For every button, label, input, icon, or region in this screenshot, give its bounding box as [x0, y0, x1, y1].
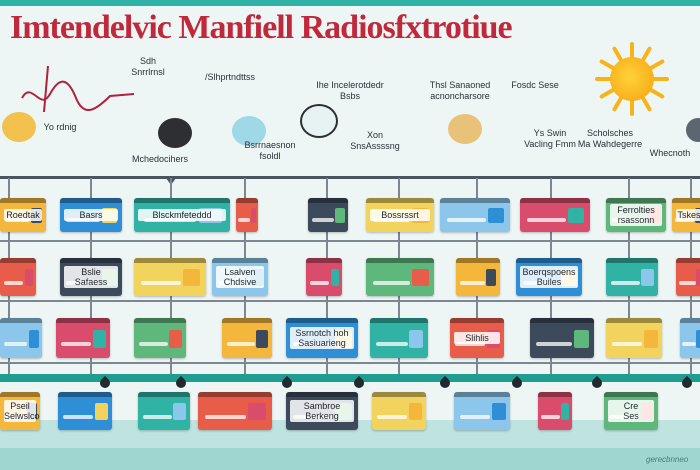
- card-label: Ssrnotch hoh Sasiuarieng: [290, 327, 354, 349]
- info-card[interactable]: Cre Ses: [604, 392, 658, 430]
- info-card[interactable]: [372, 392, 426, 430]
- teal-band: [0, 374, 700, 382]
- timeline-rule-3: [0, 300, 700, 302]
- signature: [21, 65, 135, 113]
- card-label: Bossrssrt: [370, 209, 430, 221]
- info-card[interactable]: [198, 392, 272, 430]
- info-card[interactable]: Lsalven Chdsive: [212, 258, 268, 296]
- top-label: Bsrrnaesnon fsoldl: [244, 140, 296, 161]
- info-card[interactable]: [530, 318, 594, 358]
- info-card[interactable]: [0, 258, 36, 296]
- info-card[interactable]: Boerqspoens Builes: [516, 258, 582, 296]
- card-label: Slihlis: [454, 332, 500, 344]
- info-card[interactable]: [222, 318, 272, 358]
- top-label: /Slhprtndttss: [204, 72, 256, 82]
- timeline-rule-1: [0, 176, 700, 179]
- info-card[interactable]: Slihlis: [450, 318, 504, 358]
- info-card[interactable]: Tskes: [672, 198, 700, 232]
- info-card[interactable]: Roedtak: [0, 198, 46, 232]
- timeline-rule-2: [0, 240, 700, 242]
- info-card[interactable]: [440, 198, 510, 232]
- top-label: Ys Swin Vacling Fmm: [524, 128, 576, 149]
- sun-icon: [595, 42, 669, 116]
- info-card[interactable]: [236, 198, 258, 232]
- info-card[interactable]: Ssrnotch hoh Sasiuarieng: [286, 318, 358, 358]
- timeline-rule-4: [0, 362, 700, 364]
- info-card[interactable]: [370, 318, 428, 358]
- top-label: Whecnoth: [649, 148, 691, 158]
- info-card[interactable]: Sambroe Berkeng: [286, 392, 358, 430]
- page-title: Imtendelvic Manfiell Radiosfxtrotiue: [10, 9, 513, 46]
- globe-icon: [300, 104, 338, 138]
- top-label: Thsl Sanaoned acnoncharsore: [429, 80, 491, 101]
- info-card[interactable]: [58, 392, 112, 430]
- card-label: Cre Ses: [608, 400, 654, 422]
- info-card[interactable]: [0, 318, 42, 358]
- info-card[interactable]: [676, 258, 700, 296]
- info-card[interactable]: [134, 258, 206, 296]
- info-card[interactable]: Basrs: [60, 198, 122, 232]
- info-card[interactable]: [456, 258, 500, 296]
- info-card[interactable]: [454, 392, 510, 430]
- footer-mark: gerecbnneo: [646, 455, 689, 464]
- top-label: Sdh Snrrlrnsl: [131, 56, 165, 77]
- top-label: Scholsches Ma Wahdegerre: [577, 128, 643, 149]
- card-label: Pseil Selwslcoe: [4, 400, 40, 422]
- top-label: Mchedocihers: [131, 154, 189, 164]
- card-label: Blsckmfeteddd: [138, 209, 226, 221]
- top-label: Yo rdnig: [43, 122, 77, 132]
- info-card[interactable]: Bslie Safaess: [60, 258, 122, 296]
- info-card[interactable]: Bossrssrt: [366, 198, 434, 232]
- info-card[interactable]: [308, 198, 348, 232]
- top-label: Fosdc Sese: [511, 80, 559, 90]
- card-label: Boerqspoens Builes: [520, 266, 578, 288]
- info-card[interactable]: [680, 318, 700, 358]
- top-accent-bar: [0, 0, 700, 6]
- bird-icon: [158, 118, 192, 148]
- info-card[interactable]: [606, 318, 662, 358]
- card-label: Basrs: [64, 209, 118, 221]
- card-label: Ferrolties rsassonn: [610, 204, 662, 226]
- cup-icon: [232, 116, 266, 146]
- info-card[interactable]: [138, 392, 190, 430]
- info-card[interactable]: [538, 392, 572, 430]
- horn-icon: [448, 114, 482, 144]
- info-card[interactable]: [306, 258, 342, 296]
- card-label: Roedtak: [4, 209, 42, 221]
- card-label: Sambroe Berkeng: [290, 400, 354, 422]
- info-card[interactable]: Blsckmfeteddd: [134, 198, 230, 232]
- info-card[interactable]: [134, 318, 186, 358]
- info-card[interactable]: [366, 258, 434, 296]
- top-label: Ihe Incelerotdedr Bsbs: [316, 80, 384, 101]
- info-card[interactable]: [606, 258, 658, 296]
- top-label: Xon SnsAssssng: [350, 130, 400, 151]
- scroll-icon: [2, 112, 36, 142]
- card-label: Lsalven Chdsive: [216, 266, 264, 288]
- info-card[interactable]: Ferrolties rsassonn: [606, 198, 666, 232]
- moon-icon: [686, 118, 700, 142]
- bottom-band-dark: [0, 448, 700, 470]
- card-label: Bslie Safaess: [64, 266, 118, 288]
- info-card[interactable]: Pseil Selwslcoe: [0, 392, 40, 430]
- card-label: Tskes: [676, 209, 700, 221]
- info-card[interactable]: [56, 318, 110, 358]
- info-card[interactable]: [520, 198, 590, 232]
